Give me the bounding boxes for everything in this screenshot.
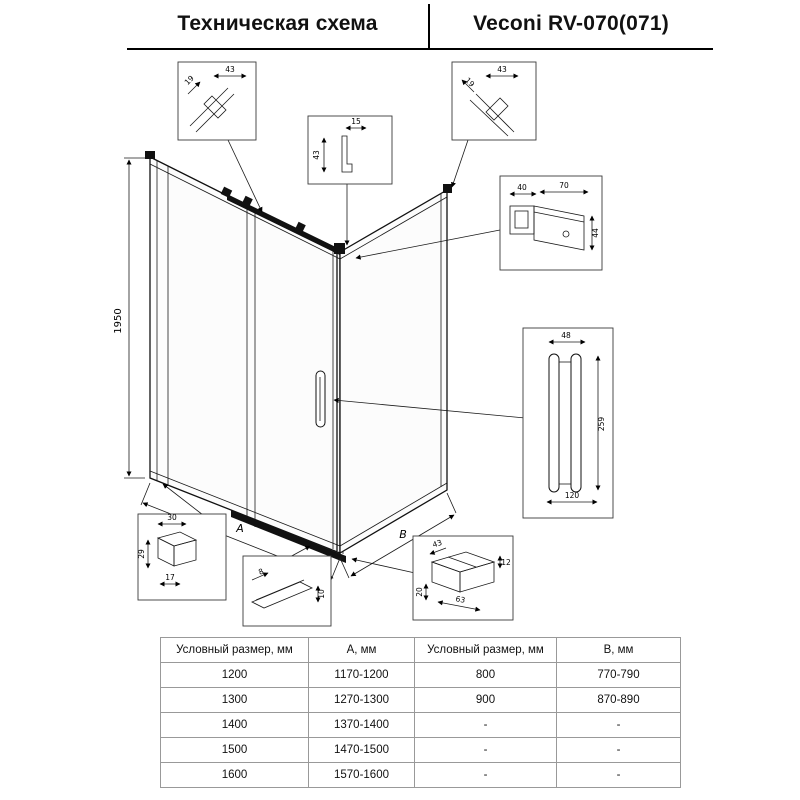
table-cell: 1470-1500: [308, 737, 415, 763]
corner-dim-44: 44: [591, 228, 600, 238]
detail-glass-clamp-left: 43 19: [177, 61, 257, 141]
bracket-dim-29: 29: [137, 549, 146, 559]
corner-dim-40: 40: [517, 183, 527, 192]
table-cell: -: [414, 712, 557, 738]
bracket-dim-30: 30: [167, 513, 177, 522]
rail-end-bracket: [220, 186, 233, 198]
technical-drawing: 1950 A B: [113, 61, 614, 627]
detail-bottom-guide: 43 12 63 20: [412, 535, 514, 621]
shower-enclosure-drawing: [145, 151, 452, 563]
col-header-a-mm: А, мм: [308, 637, 415, 663]
dim-b-label: B: [399, 528, 407, 541]
detail-glass-clamp-right: 43 19: [451, 61, 537, 141]
table-cell: 1270-1300: [308, 687, 415, 713]
table-row: 1300 1270-1300 900 870-890: [160, 687, 681, 713]
corner-bracket-top: [334, 243, 345, 254]
table-cell: 900: [414, 687, 557, 713]
col-header-b-mm: В, мм: [556, 637, 681, 663]
page-title: Техническая схема: [177, 12, 378, 35]
table-row: 1200 1170-1200 800 770-790: [160, 662, 681, 688]
clamp-left-dim-43: 43: [225, 65, 235, 74]
table-row: 1600 1570-1600 - -: [160, 762, 681, 788]
table-cell: 800: [414, 662, 557, 688]
guide-dim-63: 63: [455, 594, 466, 605]
table-row: 1500 1470-1500 - -: [160, 737, 681, 763]
bracket-dim-17: 17: [165, 573, 175, 582]
table-cell: -: [414, 737, 557, 763]
table-cell: -: [556, 712, 681, 738]
wall-profile-dim-43: 43: [312, 150, 321, 160]
detail-wall-bracket: 30 29 17: [137, 513, 227, 601]
col-header-nominal-a: Условный размер, мм: [160, 637, 309, 663]
table-cell: 1300: [160, 687, 309, 713]
roller-bracket: [294, 221, 306, 235]
roller-bracket: [241, 195, 253, 209]
corner-dim-70: 70: [559, 181, 569, 190]
door-handle: [315, 370, 326, 428]
table-cell: -: [556, 737, 681, 763]
header-rule: [127, 48, 713, 50]
handle-dim-120: 120: [565, 491, 580, 500]
guide-dim-12: 12: [501, 558, 511, 567]
sill-dim-8: 8: [257, 567, 265, 577]
detail-corner-connector: 40 70 44: [499, 175, 603, 271]
dim-a-label: A: [235, 522, 244, 535]
table-cell: -: [556, 762, 681, 788]
detail-bottom-sill: 8 10: [242, 555, 332, 627]
guide-dim-20: 20: [415, 587, 424, 597]
table-cell: 1200: [160, 662, 309, 688]
header-divider: [428, 4, 430, 48]
side-panel: [339, 188, 448, 555]
wall-cap-top-left: [145, 151, 155, 159]
top-rail: [227, 194, 346, 258]
sill-dim-10: 10: [317, 589, 326, 599]
table-cell: 1370-1400: [308, 712, 415, 738]
size-table: Условный размер, мм А, мм Условный разме…: [160, 637, 681, 788]
col-header-nominal-b: Условный размер, мм: [414, 637, 557, 663]
wall-profile-dim-15: 15: [351, 117, 361, 126]
detail-handle: 48 259 120: [522, 327, 614, 519]
front-panel: [149, 155, 341, 554]
leader-lines: [162, 139, 526, 574]
table-cell: 1400: [160, 712, 309, 738]
table-cell: 1170-1200: [308, 662, 415, 688]
wall-bracket-top-right: [443, 184, 452, 193]
table-row: 1400 1370-1400 - -: [160, 712, 681, 738]
model-title: Veconi RV-070(071): [473, 12, 669, 35]
table-cell: -: [414, 762, 557, 788]
clamp-right-dim-43: 43: [497, 65, 507, 74]
table-cell: 1500: [160, 737, 309, 763]
handle-dim-48: 48: [561, 331, 571, 340]
table-cell: 1570-1600: [308, 762, 415, 788]
height-dim-label: 1950: [113, 308, 124, 333]
dimension-height-1950: 1950: [113, 157, 145, 479]
table-cell: 770-790: [556, 662, 681, 688]
size-table-container: Условный размер, мм А, мм Условный разме…: [160, 637, 681, 788]
table-cell: 1600: [160, 762, 309, 788]
table-header-row: Условный размер, мм А, мм Условный разме…: [160, 637, 681, 663]
dimension-b: B: [339, 492, 457, 579]
guide-dim-43: 43: [431, 538, 443, 550]
table-cell: 870-890: [556, 687, 681, 713]
handle-dim-259: 259: [597, 417, 606, 432]
detail-wall-profile: 15 43: [307, 115, 393, 185]
